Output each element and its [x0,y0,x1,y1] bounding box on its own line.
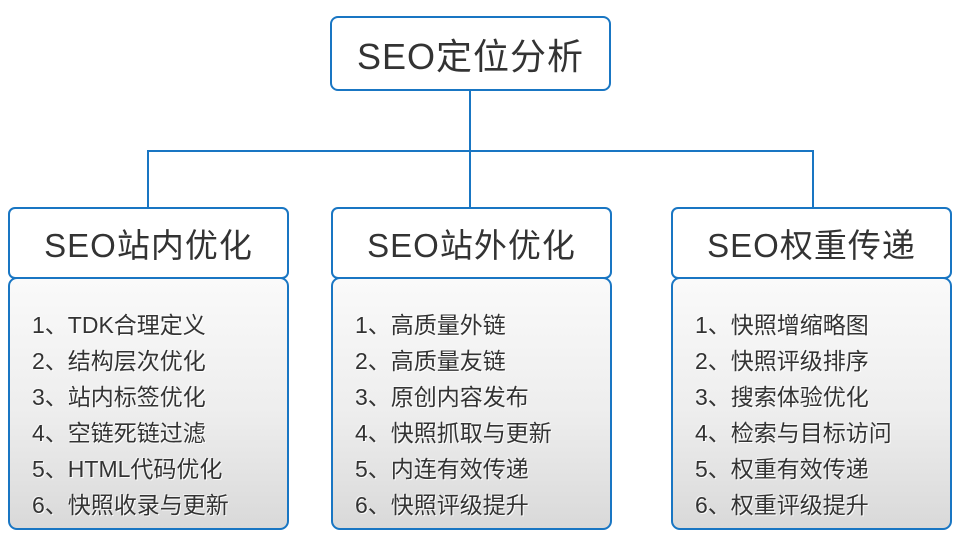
list-item: 3、搜索体验优化 [695,384,869,410]
connector-right-drop [812,150,814,208]
branch-title: SEO权重传递 [707,227,916,264]
branch-list-weight: 1、快照增缩略图 2、快照评级排序 3、搜索体验优化 4、检索与目标访问 5、权… [671,277,952,530]
list-item: 1、快照增缩略图 [695,312,869,338]
list-item: 2、结构层次优化 [32,348,206,374]
connector-horizontal-rail [147,150,814,152]
branch-list-onsite: 1、TDK合理定义 2、结构层次优化 3、站内标签优化 4、空链死链过滤 5、H… [8,277,289,530]
list-item: 6、快照收录与更新 [32,492,229,518]
branch-onsite-optimization: SEO站内优化 1、TDK合理定义 2、结构层次优化 3、站内标签优化 4、空链… [8,207,289,532]
connector-root-drop [469,91,471,208]
connector-left-drop [147,150,149,208]
branch-header-onsite: SEO站内优化 [8,207,289,279]
list-item: 4、空链死链过滤 [32,420,206,446]
root-node-title: SEO定位分析 [356,35,585,77]
branch-title: SEO站外优化 [367,227,576,264]
list-item: 5、内连有效传递 [355,456,529,482]
branch-weight-transfer: SEO权重传递 1、快照增缩略图 2、快照评级排序 3、搜索体验优化 4、检索与… [671,207,952,532]
branch-offsite-optimization: SEO站外优化 1、高质量外链 2、高质量友链 3、原创内容发布 4、快照抓取与… [331,207,612,532]
list-item: 6、快照评级提升 [355,492,529,518]
list-item: 2、快照评级排序 [695,348,869,374]
branch-list-offsite: 1、高质量外链 2、高质量友链 3、原创内容发布 4、快照抓取与更新 5、内连有… [331,277,612,530]
list-item: 5、权重有效传递 [695,456,869,482]
list-item: 3、原创内容发布 [355,384,529,410]
branch-header-offsite: SEO站外优化 [331,207,612,279]
list-item: 4、检索与目标访问 [695,420,892,446]
list-item: 4、快照抓取与更新 [355,420,552,446]
branch-title: SEO站内优化 [44,227,253,264]
list-item: 1、TDK合理定义 [32,312,206,338]
list-item: 5、HTML代码优化 [32,456,223,482]
list-item: 1、高质量外链 [355,312,506,338]
list-item: 3、站内标签优化 [32,384,206,410]
branch-header-weight: SEO权重传递 [671,207,952,279]
list-item: 6、权重评级提升 [695,492,869,518]
list-item: 2、高质量友链 [355,348,506,374]
root-node: SEO定位分析 [330,16,611,91]
